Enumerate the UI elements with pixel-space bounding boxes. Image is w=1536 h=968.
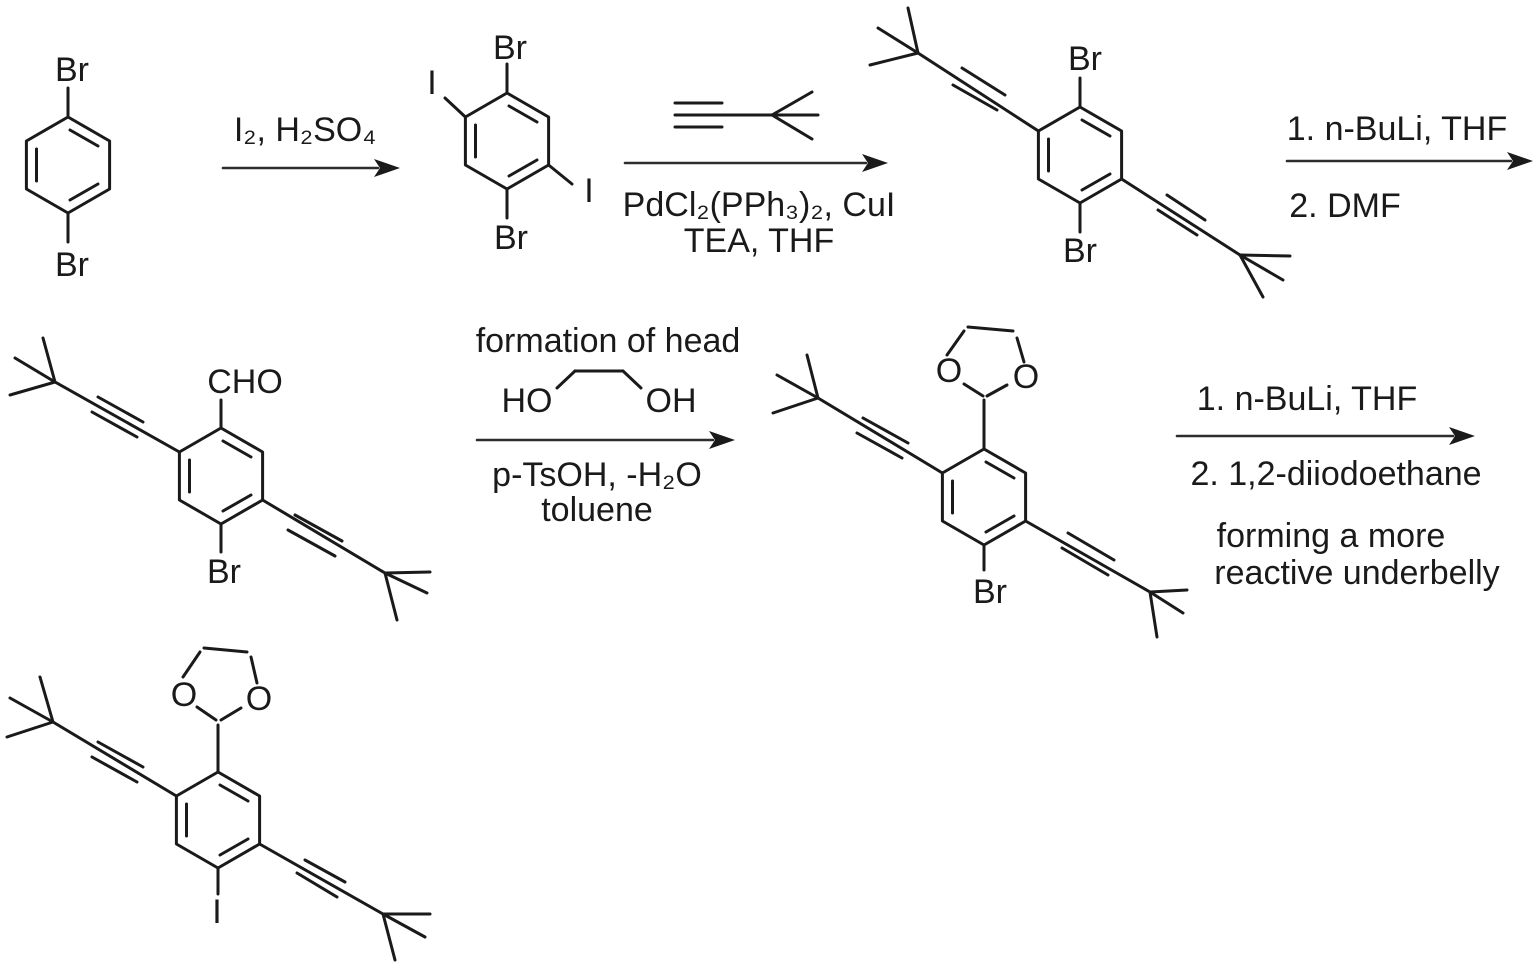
annotation-formation-of-head: formation of head xyxy=(476,322,741,360)
annotation-note-line2: reactive underbelly xyxy=(1214,554,1499,592)
atom-label-o-left: O xyxy=(171,676,197,714)
molecule-acetal-bromide: O O Br xyxy=(771,325,1189,639)
annotation-text: formation of head xyxy=(476,322,741,360)
benzene-ring-skeleton xyxy=(24,86,112,244)
atom-label-ho: HO xyxy=(502,382,553,420)
atom-label-br-top: Br xyxy=(1068,40,1102,78)
molecule-dibromo-dialkynylbenzene: Br Br xyxy=(868,6,1292,299)
alkynyl-tbutyl-upper-left xyxy=(868,6,1040,133)
dioxolane-ring-skeleton xyxy=(181,646,259,722)
atom-label-oh: OH xyxy=(646,382,697,420)
alkynyl-tbutyl-lower-right xyxy=(258,842,432,962)
reaction-arrow-step4: p-TsOH, -H₂O toluene xyxy=(475,431,735,529)
benzene-ring-skeleton xyxy=(443,62,574,220)
alkynyl-tbutyl-upper-left xyxy=(8,336,181,454)
atom-label-i-lower-right: I xyxy=(584,172,593,210)
reaction-arrow-step3: 1. n-BuLi, THF 2. DMF xyxy=(1285,110,1533,225)
alkyne-skeleton xyxy=(673,90,820,141)
atom-label-br-top: Br xyxy=(493,29,527,67)
reagent-text-step4-line2: toluene xyxy=(541,491,653,529)
molecule-aldehyde-bromide: CHO Br xyxy=(8,336,432,622)
reagent-text-step5-below: 2. 1,2-diiodoethane xyxy=(1190,455,1481,493)
benzene-ring-skeleton xyxy=(1036,76,1124,234)
benzene-ring-skeleton xyxy=(177,398,265,554)
reagent-text-step1: I₂, H₂SO₄ xyxy=(234,111,376,149)
reaction-arrow-step5: 1. n-BuLi, THF 2. 1,2-diiodoethane formi… xyxy=(1175,380,1500,592)
benzene-ring-skeleton xyxy=(174,723,262,896)
atom-label-o-left: O xyxy=(936,352,962,390)
molecule-acetal-iodide: O O I xyxy=(5,646,432,962)
reagent-text-step4-line1: p-TsOH, -H₂O xyxy=(492,456,702,494)
alkynyl-tbutyl-lower-right xyxy=(1024,519,1189,639)
atom-label-br-bottom: Br xyxy=(494,219,528,257)
atom-label-br-bottom: Br xyxy=(55,246,89,284)
reagent-text-step3-below: 2. DMF xyxy=(1289,187,1400,225)
atom-label-br-top: Br xyxy=(55,51,89,89)
alkynyl-tbutyl-lower-right xyxy=(261,498,432,622)
reagent-text-step3-above: 1. n-BuLi, THF xyxy=(1287,110,1507,148)
atom-label-i-upper-left: I xyxy=(427,64,436,102)
reagent-text-step5-above: 1. n-BuLi, THF xyxy=(1197,380,1417,418)
atom-label-o-right: O xyxy=(246,680,272,718)
reaction-arrow-step2: PdCl₂(PPh₃)₂, CuI TEA, THF xyxy=(623,154,896,260)
atom-label-br: Br xyxy=(973,573,1007,611)
molecule-tert-butylacetylene xyxy=(673,90,820,141)
atom-label-o-right: O xyxy=(1013,358,1039,396)
atom-label-br-bottom: Br xyxy=(1063,232,1097,270)
alkynyl-tbutyl-lower-right xyxy=(1120,177,1292,299)
annotation-note-line1: forming a more xyxy=(1217,517,1446,555)
molecule-dibromodiiodobenzene: Br I I Br xyxy=(427,29,593,257)
alkynyl-tbutyl-upper-left xyxy=(771,353,944,475)
atom-label-cho: CHO xyxy=(207,363,283,401)
molecule-dibromobenzene: Br Br xyxy=(24,51,112,284)
atom-label-br: Br xyxy=(207,553,241,591)
atom-label-i: I xyxy=(212,893,221,931)
glycol-skeleton xyxy=(555,369,643,390)
molecule-ethylene-glycol: HO OH xyxy=(502,369,697,420)
reaction-arrow-step1: I₂, H₂SO₄ xyxy=(221,111,400,177)
reagent-text-step2-line1: PdCl₂(PPh₃)₂, CuI xyxy=(623,186,896,224)
dioxolane-ring-skeleton xyxy=(945,325,1026,398)
reagent-text-step2-line2: TEA, THF xyxy=(684,222,835,260)
alkynyl-tbutyl-upper-left xyxy=(5,675,178,798)
benzene-ring-skeleton xyxy=(940,398,1028,572)
